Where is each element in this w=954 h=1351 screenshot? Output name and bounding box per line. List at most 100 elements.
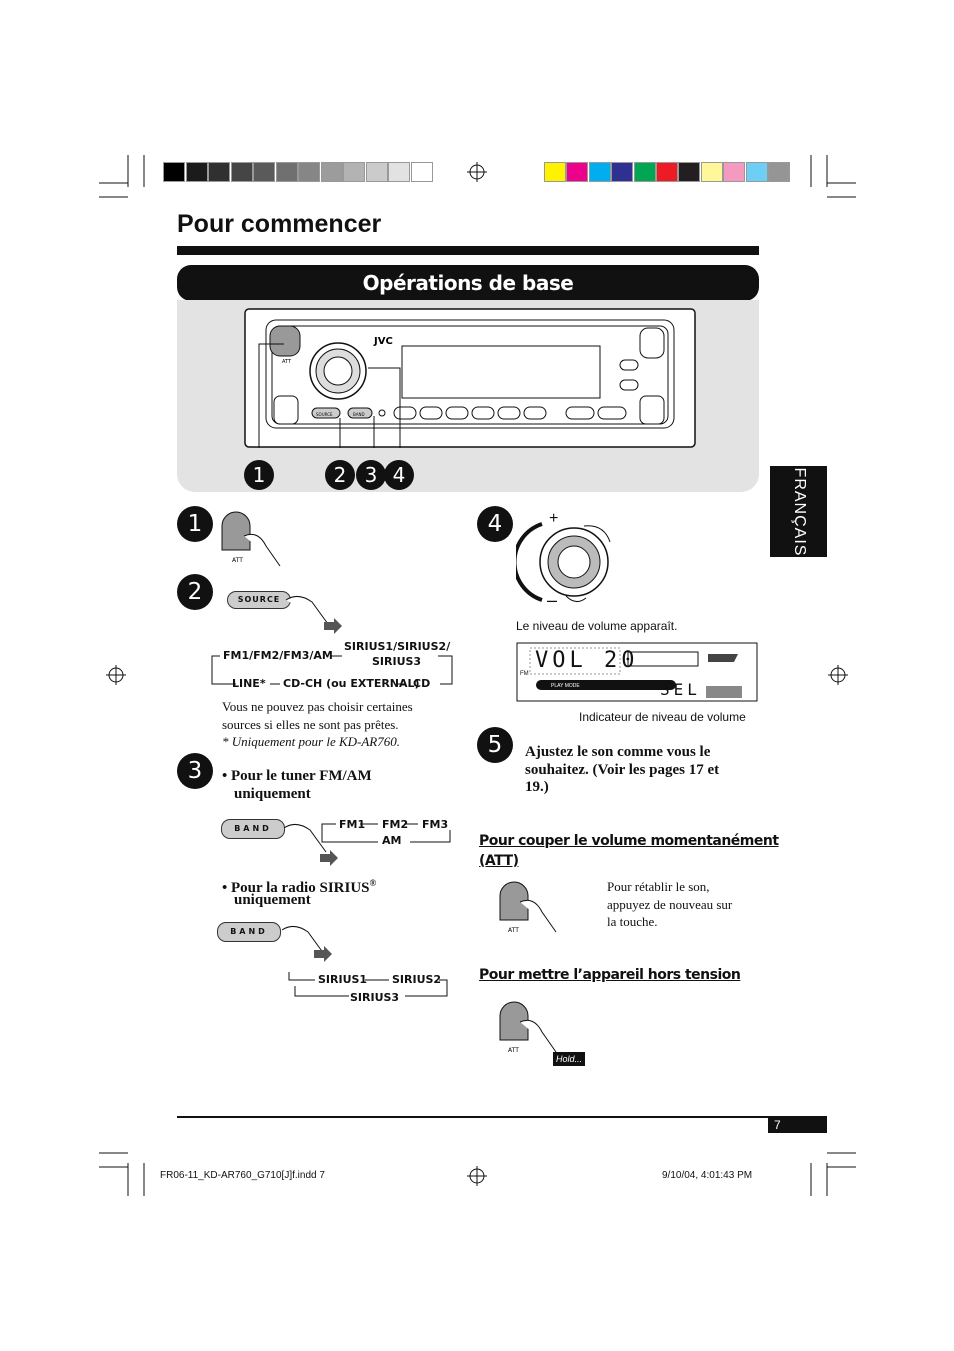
step-4-number: 4	[477, 506, 513, 542]
flow-fm1: FM1	[339, 818, 366, 831]
callout-2: 2	[325, 460, 355, 490]
color-swatch	[588, 162, 611, 182]
footer-date: 9/10/04, 4:01:43 PM	[662, 1170, 753, 1181]
volume-display-illustration	[516, 642, 758, 702]
gray-swatch	[185, 162, 208, 182]
step3-bullet-sirius-2: uniquement	[234, 892, 311, 908]
att-heading-1: Pour couper le volume momentanément	[479, 833, 779, 849]
flow-cd: CD	[413, 677, 431, 690]
volume-caption-top: Le niveau de volume apparaît.	[516, 619, 678, 633]
color-swatch	[566, 162, 589, 182]
gray-swatch	[163, 162, 185, 182]
svg-text:BAND: BAND	[353, 412, 365, 417]
source-button-drawing: SOURCE	[227, 591, 291, 609]
display-sel-readout: SEL	[660, 680, 701, 699]
color-swatch	[611, 162, 634, 182]
volume-plus: +	[549, 510, 559, 527]
gray-swatch	[298, 162, 320, 182]
finger-press-band-icon-2	[281, 926, 332, 962]
color-swatch	[700, 162, 723, 182]
color-swatch	[656, 162, 678, 182]
language-tab: FRANÇAIS	[770, 466, 827, 557]
step2-note-2: sources si elles ne sont pas prêtes.	[222, 717, 399, 732]
step3-bullet-sirius: • Pour la radio SIRIUS®	[222, 878, 377, 896]
finger-press-source-icon	[285, 596, 342, 634]
flow-fm2: FM2	[382, 818, 409, 831]
source-flow-arrows	[211, 655, 453, 685]
finger-press-band-icon-1	[283, 824, 338, 866]
flow-sirius3: SIRIUS3	[350, 991, 400, 1004]
page-number: 7	[768, 1117, 827, 1133]
color-swatch	[723, 162, 746, 182]
power-button-press-illustration: ATT	[221, 511, 281, 567]
color-swatch	[678, 162, 701, 182]
band-button-drawing-1: BAND	[221, 819, 285, 839]
step3-bullet-fmam-2: uniquement	[234, 786, 311, 802]
svg-text:ATT: ATT	[508, 1047, 519, 1054]
footer-file: FR06-11_KD-AR760_G710[J]f.indd 7	[160, 1170, 325, 1181]
gray-swatch	[410, 162, 433, 182]
gray-swatch	[208, 162, 230, 182]
step5-line-1: Ajustez le son comme vous le	[525, 744, 711, 760]
flow-sirius-a: SIRIUS1/SIRIUS2/	[344, 640, 451, 653]
power-att-button-drawing	[269, 325, 301, 357]
step3-bullet-fmam: • Pour le tuner FM/AM	[222, 768, 372, 784]
step5-line-3: 19.)	[525, 779, 549, 795]
car-stereo-illustration: ATT JVC SOURCE BAND	[244, 308, 696, 448]
gray-swatch	[343, 162, 365, 182]
volume-knob-illustration	[516, 522, 611, 602]
band-flow-arrows-1	[321, 823, 451, 843]
flow-fm3: FM3	[422, 818, 449, 831]
power-off-button-illustration: ATT	[499, 1001, 557, 1054]
svg-text:ATT: ATT	[508, 927, 519, 934]
page-title: Pour commencer	[177, 210, 382, 238]
callout-4: 4	[384, 460, 414, 490]
color-swatch	[768, 162, 790, 182]
flow-sirius2: SIRIUS2	[392, 973, 442, 986]
jvc-logo: JVC	[373, 336, 393, 347]
display-fm: FM	[520, 671, 529, 677]
step-1-number: 1	[177, 506, 213, 542]
svg-text:ATT: ATT	[282, 359, 292, 365]
flow-fm: FM1/FM2/FM3/AM	[223, 649, 333, 662]
title-rule	[177, 246, 759, 255]
color-swatch	[745, 162, 768, 182]
gray-swatch	[365, 162, 388, 182]
att-note-2: appuyez de nouveau sur	[607, 897, 733, 912]
flow-line: LINE*	[232, 677, 266, 690]
display-playmode: PLAY MODE	[551, 683, 580, 689]
callout-3: 3	[356, 460, 386, 490]
flow-am: AM	[382, 834, 402, 847]
flow-sirius-b: SIRIUS3	[372, 655, 422, 668]
step2-note-3: * Uniquement pour le KD-AR760.	[222, 734, 401, 749]
color-swatch	[544, 162, 566, 182]
gray-swatch	[253, 162, 275, 182]
gray-swatch	[388, 162, 410, 182]
callout-1: 1	[244, 460, 274, 490]
gray-swatch	[230, 162, 253, 182]
step5-line-2: souhaitez. (Voir les pages 17 et	[525, 762, 720, 778]
step-5-number: 5	[477, 727, 513, 763]
hold-badge: Hold...	[553, 1052, 585, 1066]
band-flow-arrows-2	[288, 972, 448, 997]
band-button-drawing-2: BAND	[217, 922, 281, 942]
att-button-press-illustration: ATT	[499, 881, 557, 934]
bottom-rule	[177, 1116, 827, 1118]
flow-sirius1: SIRIUS1	[318, 973, 368, 986]
power-off-heading: Pour mettre l’appareil hors tension	[479, 967, 741, 983]
svg-text:SOURCE: SOURCE	[316, 412, 333, 417]
step-3-number: 3	[177, 753, 213, 789]
volume-minus: –	[547, 590, 558, 610]
att-note-1: Pour rétablir le son,	[607, 879, 710, 894]
color-swatch	[633, 162, 656, 182]
step2-note-1: Vous ne pouvez pas choisir certaines	[222, 699, 413, 714]
step-2-number: 2	[177, 574, 213, 610]
volume-caption-bottom: Indicateur de niveau de volume	[579, 710, 746, 724]
registration-target	[106, 162, 848, 1186]
gray-swatch	[320, 162, 343, 182]
att-heading-2: (ATT)	[479, 853, 519, 869]
display-vol-readout: VOL 20	[535, 648, 639, 673]
att-note-3: la touche.	[607, 914, 658, 929]
flow-cdch: CD-CH (ou EXTERNAL)	[283, 677, 420, 690]
